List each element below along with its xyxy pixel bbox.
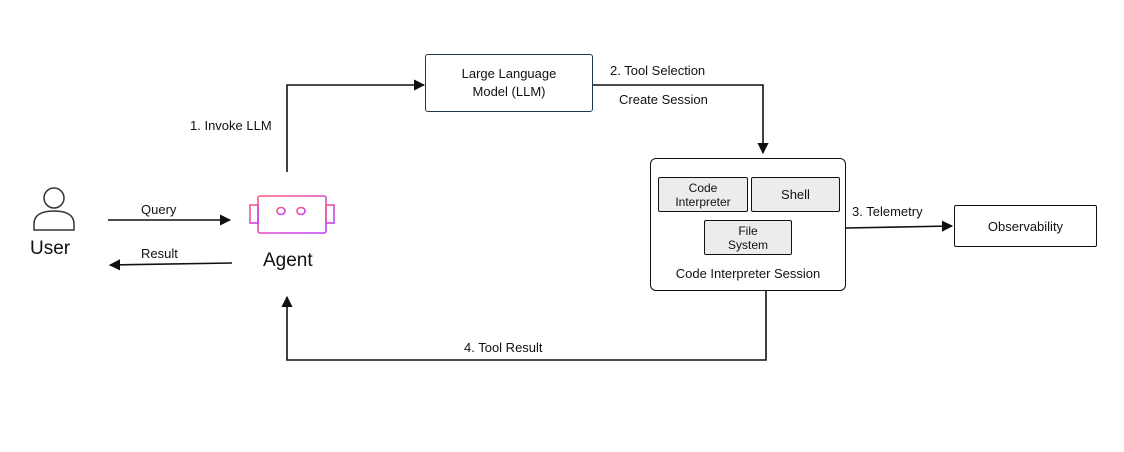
llm-label: Large Language Model (LLM) <box>461 66 557 99</box>
robot-agent-icon <box>249 195 335 234</box>
create-session-label: Create Session <box>619 92 708 107</box>
code-interpreter-component: Code Interpreter <box>658 177 748 212</box>
user-label: User <box>30 238 71 259</box>
tool-selection-label: 2. Tool Selection <box>610 63 706 78</box>
invoke-llm-arrow <box>286 79 426 172</box>
result-label: Result <box>141 246 178 261</box>
tool-result-label: 4. Tool Result <box>464 340 543 355</box>
result-arrow <box>108 259 233 271</box>
shell-component: Shell <box>751 177 840 212</box>
invoke-llm-label: 1. Invoke LLM <box>190 118 272 133</box>
observability-node: Observability <box>954 205 1097 247</box>
code-interpreter-label: Code Interpreter <box>675 180 731 209</box>
shell-label: Shell <box>781 186 810 202</box>
llm-node: Large Language Model (LLM) <box>425 54 593 112</box>
tool-selection-arrow <box>593 84 769 155</box>
telemetry-label: 3. Telemetry <box>852 204 923 219</box>
file-system-component: File System <box>704 220 792 255</box>
observability-label: Observability <box>987 218 1064 234</box>
tool-result-arrow <box>281 291 767 361</box>
telemetry-arrow <box>845 220 954 232</box>
file-system-label: File System <box>727 223 768 252</box>
agent-label: Agent <box>263 250 313 271</box>
query-label: Query <box>141 202 177 217</box>
user-icon <box>33 187 75 231</box>
session-title: Code Interpreter Session <box>675 266 821 281</box>
